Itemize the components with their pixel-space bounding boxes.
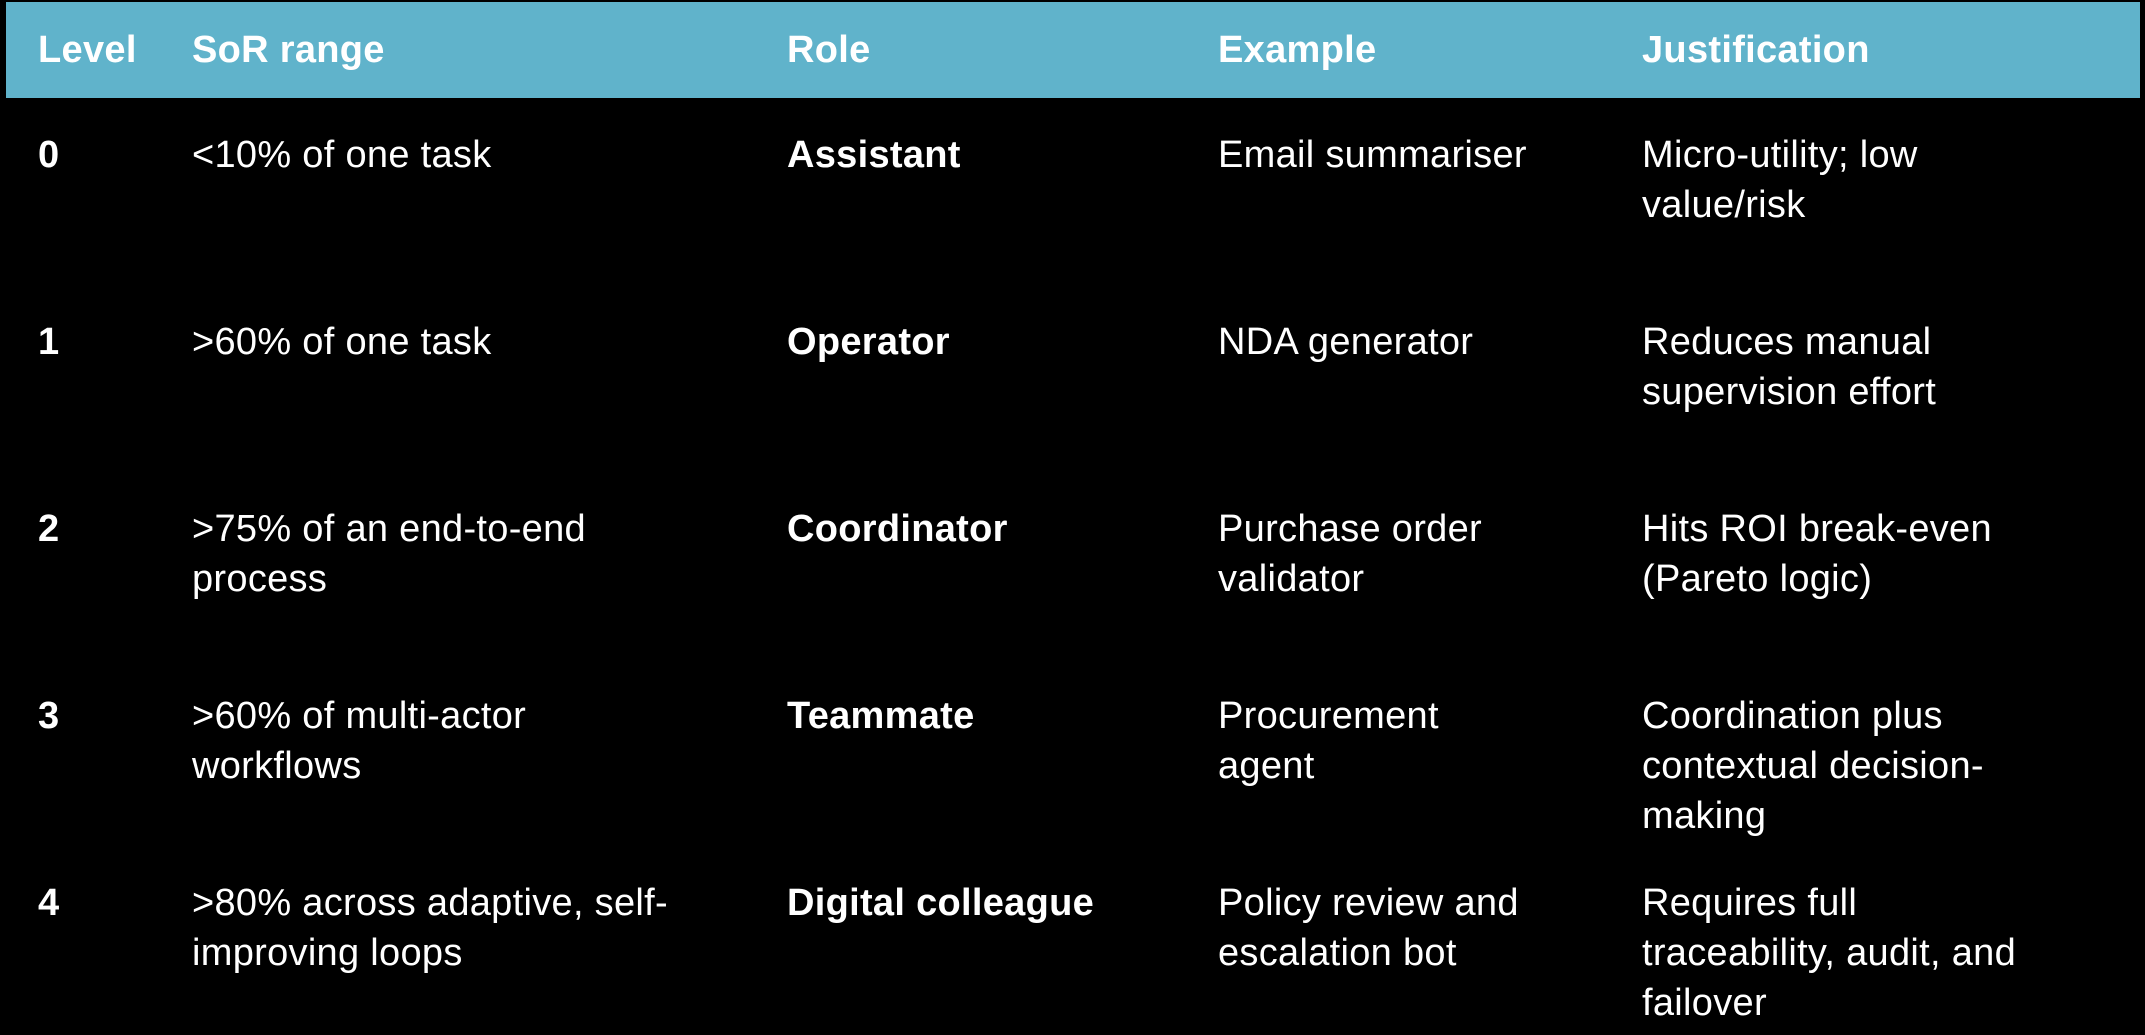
cell-sor-range: >80% across adaptive, self- improving lo… — [192, 882, 668, 974]
cell-example: Policy review and escalation bot — [1218, 882, 1519, 974]
cell-level: 1 — [38, 321, 60, 363]
cell-sor-range: >75% of an end-to-end process — [192, 508, 586, 600]
table-row: 2 >75% of an end-to-end process Coordina… — [0, 472, 2145, 659]
cell-justification: Coordination plus contextual decision- m… — [1642, 695, 1984, 837]
cell-level: 4 — [38, 882, 60, 924]
cell-justification: Hits ROI break-even (Pareto logic) — [1642, 508, 1992, 600]
column-header-justification: Justification — [1642, 28, 1870, 71]
cell-role: Assistant — [787, 134, 961, 176]
cell-level: 3 — [38, 695, 60, 737]
cell-sor-range: >60% of multi-actor workflows — [192, 695, 527, 787]
column-header-sor-range: SoR range — [192, 28, 385, 71]
table-body: 0 <10% of one task Assistant Email summa… — [0, 98, 2145, 1035]
cell-justification: Requires full traceability, audit, and f… — [1642, 882, 2017, 1024]
cell-role: Coordinator — [787, 508, 1008, 550]
cell-example: NDA generator — [1218, 321, 1474, 363]
cell-role: Teammate — [787, 695, 975, 737]
cell-role: Operator — [787, 321, 950, 363]
table-row: 4 >80% across adaptive, self- improving … — [0, 846, 2145, 1033]
table-row: 3 >60% of multi-actor workflows Teammate… — [0, 659, 2145, 846]
column-header-role: Role — [787, 28, 871, 71]
cell-example: Procurement agent — [1218, 695, 1439, 787]
table-row: 1 >60% of one task Operator NDA generato… — [0, 285, 2145, 472]
cell-justification: Reduces manual supervision effort — [1642, 321, 1937, 413]
column-header-level: Level — [38, 28, 137, 71]
cell-example: Email summariser — [1218, 134, 1527, 176]
table-row: 0 <10% of one task Assistant Email summa… — [0, 98, 2145, 285]
cell-sor-range: <10% of one task — [192, 134, 492, 176]
cell-level: 0 — [38, 134, 60, 176]
cell-example: Purchase order validator — [1218, 508, 1483, 600]
table-header-row: Level SoR range Role Example Justificati… — [6, 2, 2140, 98]
cell-justification: Micro-utility; low value/risk — [1642, 134, 1918, 226]
column-header-example: Example — [1218, 28, 1377, 71]
cell-sor-range: >60% of one task — [192, 321, 492, 363]
cell-level: 2 — [38, 508, 60, 550]
cell-role: Digital colleague — [787, 882, 1095, 924]
